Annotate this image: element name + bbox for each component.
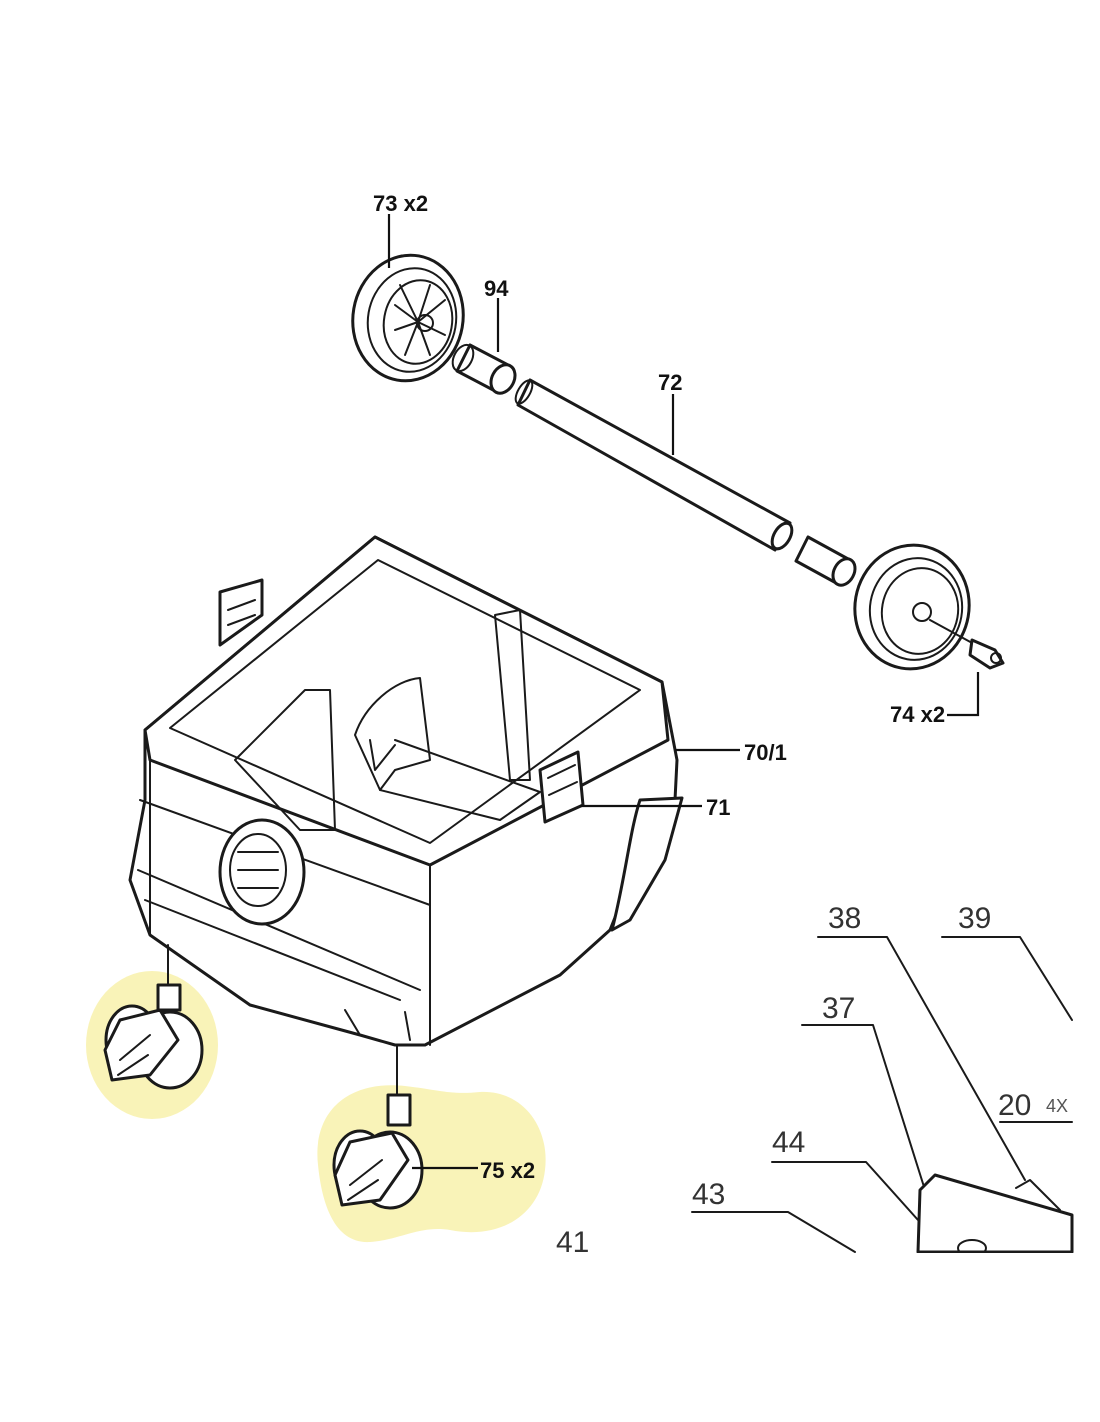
bushing-94 [451, 343, 517, 395]
label-caster-75: 75 x2 [480, 1158, 535, 1183]
label-part-20: 20 [998, 1089, 1031, 1122]
label-part-43: 43 [692, 1178, 725, 1211]
caster-75-left [103, 944, 204, 1090]
label-tank-70-1: 70/1 [744, 740, 787, 765]
bottom-whitespace [0, 1253, 1100, 1422]
wheel-lower [853, 543, 971, 671]
bolt-74 [929, 619, 1005, 670]
part-labels: 73 x2 94 72 74 x2 70/1 71 75 x2 38 39 37… [373, 191, 1068, 1259]
bushing-lower [794, 535, 857, 587]
wheel-73 [351, 253, 465, 383]
label-part-37: 37 [822, 992, 855, 1025]
axle-72 [514, 378, 794, 552]
label-wheel-73: 73 x2 [373, 191, 428, 216]
caster-75-right [332, 1044, 424, 1210]
label-part-44: 44 [772, 1126, 805, 1159]
label-clip-71: 71 [706, 795, 730, 820]
label-axle-72: 72 [658, 370, 682, 395]
tank-70-1 [128, 535, 684, 1047]
leader-lines [387, 214, 980, 1170]
lower-right-parts [691, 936, 1074, 1257]
label-part-20-qty: 4X [1046, 1096, 1068, 1116]
right-whitespace [1074, 880, 1100, 1260]
label-part-38: 38 [828, 902, 861, 935]
label-bushing-94: 94 [484, 276, 509, 301]
label-bolt-74: 74 x2 [890, 702, 945, 727]
label-part-39: 39 [958, 902, 991, 935]
